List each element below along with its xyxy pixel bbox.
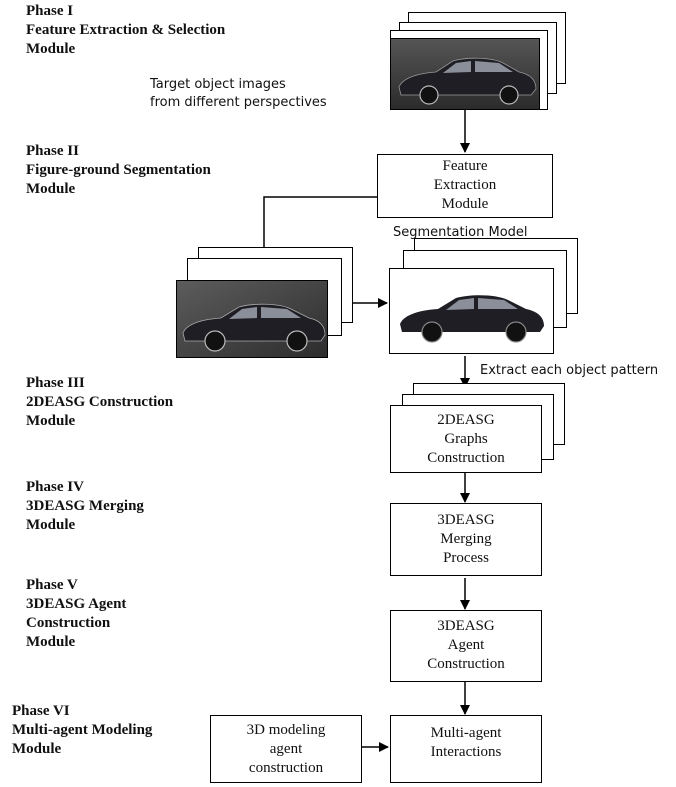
agent-construction-line-1: 3DEASG	[437, 618, 495, 634]
phase-5-title: Phase V	[26, 577, 78, 593]
merging-process-line-2: Merging	[440, 531, 492, 547]
phase-1-module: Module	[26, 41, 76, 57]
graphs-construction-line-1: 2DEASG	[437, 412, 495, 428]
phase-2-module: Module	[26, 181, 76, 197]
phase-3-module: Module	[26, 413, 76, 429]
feature-extraction-line-2: Extraction	[433, 177, 497, 193]
phase-3-label: Phase III 2DEASG Construction Module	[26, 374, 173, 431]
phase-5-construction: Construction	[26, 615, 111, 631]
feature-extraction-line-1: Feature	[442, 158, 488, 174]
merging-process-line-3: Process	[443, 550, 489, 566]
modeling-agent-box	[210, 715, 362, 783]
phase-3-name: 2DEASG Construction	[26, 394, 174, 410]
phase-2-label: Phase II Figure-ground Segmentation Modu…	[26, 142, 211, 199]
multi-agent-line-2: Interactions	[430, 744, 502, 760]
phase-6-label: Phase VI Multi-agent Modeling Module	[12, 702, 152, 759]
agent-construction-text: 3DEASG Agent Construction	[390, 617, 542, 674]
merging-process-text: 3DEASG Merging Process	[390, 511, 542, 568]
phase-5-module: Module	[26, 634, 76, 650]
modeling-agent-line-1: 3D modeling	[246, 722, 326, 738]
modeling-agent-line-3: construction	[248, 760, 324, 776]
graphs-construction-line-3: Construction	[427, 450, 505, 466]
phase-2-name: Figure-ground Segmentation	[26, 162, 211, 178]
target-images-caption-line-1: Target object images	[150, 77, 286, 92]
feature-extraction-box	[377, 154, 553, 218]
extract-pattern-caption: Extract each object pattern	[480, 363, 659, 378]
phase-1-title: Phase I	[26, 3, 74, 19]
phase-5-name: 3DEASG Agent	[26, 596, 127, 612]
phase-6-title: Phase VI	[12, 703, 70, 719]
modeling-agent-text: 3D modeling agent construction	[210, 721, 362, 778]
multi-agent-line-1: Multi-agent	[430, 725, 502, 741]
target-images-caption-line-2: from different perspectives	[150, 95, 327, 110]
phase-6-module: Module	[12, 741, 62, 757]
feature-extraction-line-3: Module	[441, 196, 489, 212]
arrow-to-image-stack	[259, 196, 378, 265]
graphs-construction-box	[390, 405, 542, 473]
phase-4-title: Phase IV	[26, 479, 84, 495]
phase-1-label: Phase I Feature Extraction & Selection M…	[26, 2, 225, 59]
graphs-construction-text: 2DEASG Graphs Construction	[390, 411, 542, 468]
car-photo-stack-icon	[176, 280, 328, 358]
target-images-caption: Target object images from different pers…	[150, 76, 327, 112]
agent-construction-box	[390, 610, 542, 682]
car-photo-icon	[390, 38, 540, 110]
phase-4-label: Phase IV 3DEASG Merging Module	[26, 478, 144, 535]
merging-process-line-1: 3DEASG	[437, 512, 495, 528]
phase-1-name: Feature Extraction & Selection	[26, 22, 226, 38]
modeling-agent-line-2: agent	[269, 741, 303, 757]
multi-agent-box	[390, 715, 542, 783]
phase-6-name: Multi-agent Modeling	[12, 722, 153, 738]
phase-4-module: Module	[26, 517, 76, 533]
phase-2-title: Phase II	[26, 143, 79, 159]
merging-process-box	[390, 503, 542, 576]
agent-construction-line-2: Agent	[447, 637, 485, 653]
graphs-construction-line-2: Graphs	[444, 431, 488, 447]
segmentation-model-caption: Segmentation Model	[393, 225, 528, 240]
phase-5-label: Phase V 3DEASG Agent Construction Module	[26, 576, 126, 652]
feature-extraction-text: Feature Extraction Module	[377, 157, 553, 214]
phase-3-title: Phase III	[26, 375, 85, 391]
agent-construction-line-3: Construction	[427, 656, 505, 672]
phase-4-name: 3DEASG Merging	[26, 498, 144, 514]
multi-agent-text: Multi-agent Interactions	[390, 724, 542, 762]
segmented-car-icon	[392, 280, 552, 348]
